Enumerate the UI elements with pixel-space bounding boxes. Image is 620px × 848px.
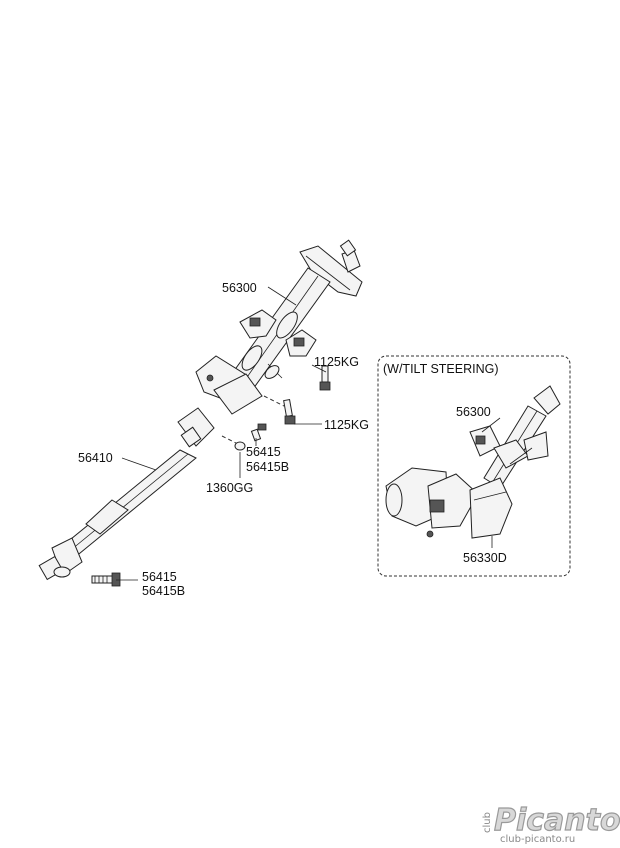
- inset-border: [377, 355, 571, 577]
- bolt-56415-upper: [250, 423, 267, 442]
- inset-tilt-steering: (W/TILT STEERING) 56300 56330D: [377, 355, 571, 577]
- label-1125kg-upper: 1125KG: [314, 355, 359, 369]
- bolt-56415-lower: [91, 572, 121, 587]
- label-1125kg-lower: 1125KG: [324, 418, 369, 432]
- label-56410: 56410: [78, 451, 113, 465]
- label-1360gg: 1360GG: [206, 481, 253, 495]
- leader-lines: [116, 286, 327, 581]
- assembly-line-upper: [263, 395, 285, 407]
- logo-brand: Picanto: [494, 803, 620, 838]
- label-inset-56300: 56300: [456, 405, 491, 419]
- label-56415b-upper: 56415B: [246, 460, 289, 474]
- washer-1360gg: [234, 441, 246, 451]
- bolt-1125kg-lower: [283, 399, 296, 425]
- steering-column-main: [195, 239, 363, 415]
- bolt-1125kg-upper: [319, 365, 331, 391]
- label-56415-lower: 56415: [142, 570, 177, 584]
- leader-inset-column: [481, 417, 501, 433]
- label-56415b-lower: 56415B: [142, 584, 185, 598]
- logo-url: club-picanto.ru: [500, 834, 575, 845]
- club-picanto-logo: club Picanto club-picanto.ru: [482, 802, 620, 845]
- intermediate-shaft: [38, 407, 215, 581]
- label-56330d: 56330D: [463, 551, 507, 565]
- inset-title: (W/TILT STEERING): [383, 362, 499, 376]
- motor-unit: [385, 467, 513, 539]
- tilt-column: [469, 385, 561, 489]
- label-56415-upper: 56415: [246, 445, 281, 459]
- logo-prefix: club: [482, 812, 493, 833]
- assembly-line-washer: [221, 435, 239, 445]
- label-56300: 56300: [222, 281, 257, 295]
